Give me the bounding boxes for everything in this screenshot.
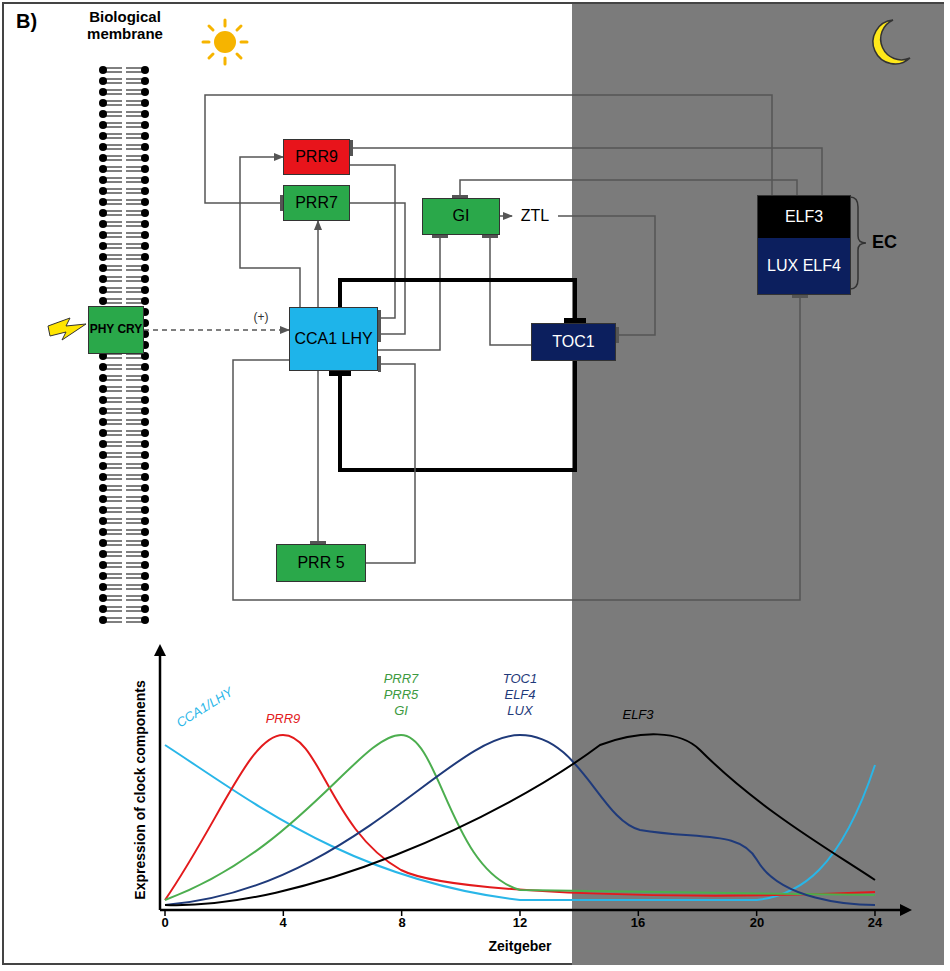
curve-label: ELF3 — [622, 708, 653, 723]
axis-tick-label: 20 — [750, 916, 764, 931]
inhibition-line — [340, 361, 575, 470]
node-title: PRR 5 — [297, 554, 344, 572]
edge-label: (+) — [253, 311, 270, 325]
node-title: PRR9 — [295, 148, 338, 166]
moon-icon — [873, 20, 910, 64]
node-title: CCA1 LHY — [294, 330, 372, 348]
node-title: ZTL — [521, 207, 549, 225]
gene-box: CCA1 LHY — [289, 307, 378, 371]
expression-chart — [154, 644, 912, 916]
curve-label: PRR7 — [384, 672, 419, 687]
node-title: GI — [453, 207, 470, 225]
gene-box: PRR7 — [283, 185, 350, 221]
gene-box: PRR 5 — [276, 544, 366, 582]
curve-label: PRR9 — [266, 712, 301, 727]
axis-tick-label: 24 — [868, 916, 882, 931]
node-title: TOC1 — [552, 333, 594, 351]
node-title: PRR7 — [295, 194, 338, 212]
curve-label: TOC1 — [503, 672, 537, 687]
axis-tick-label: 8 — [398, 916, 405, 931]
inhibition-line — [490, 235, 531, 345]
figure-label: Zeitgeber — [488, 938, 551, 954]
activation-arrow — [240, 157, 300, 307]
gene-box: GI — [422, 198, 500, 235]
protein-label: ZTL — [512, 204, 558, 229]
gene-box: TOC1 — [531, 323, 616, 361]
inhibition-line — [350, 148, 822, 195]
axis-tick-label: 16 — [631, 916, 645, 931]
node-subtitle: LUX ELF4 — [758, 238, 850, 294]
activation-arrow — [144, 329, 289, 331]
figure-label: Biological membrane — [70, 8, 180, 43]
inhibition-line — [317, 371, 319, 544]
figure-label: B) — [16, 10, 37, 33]
curve-label: PRR5 — [384, 688, 419, 703]
photoreceptor-box: PHY CRY — [88, 306, 144, 354]
gene-box: PRR9 — [283, 139, 350, 175]
figure-label: EC — [872, 232, 897, 253]
curve-label: ELF4 — [504, 688, 535, 703]
evening-complex-box: ELF3LUX ELF4 — [757, 195, 851, 295]
inhibition-line — [460, 180, 797, 198]
inhibition-line — [233, 295, 800, 600]
activation-arrow — [500, 215, 512, 217]
inhibition-line — [350, 165, 395, 318]
inhibition-line — [378, 235, 440, 350]
inhibition-line — [366, 364, 415, 563]
activation-arrow — [317, 221, 319, 307]
node-title: PHY CRY — [90, 323, 143, 337]
ec-bracket — [850, 197, 866, 289]
curve-label: LUX — [507, 704, 532, 719]
axis-tick-label: 4 — [279, 916, 286, 931]
sun-icon — [203, 20, 247, 64]
node-title: ELF3 — [758, 196, 850, 238]
inhibition-line — [558, 216, 655, 335]
curve-label: GI — [394, 704, 408, 719]
axis-tick-label: 12 — [513, 916, 527, 931]
curve-label: CCA1/LHY — [174, 685, 236, 731]
figure-label: Expression of clock components — [132, 680, 148, 899]
light-bolt — [48, 318, 86, 340]
axis-tick-label: 0 — [161, 916, 168, 931]
